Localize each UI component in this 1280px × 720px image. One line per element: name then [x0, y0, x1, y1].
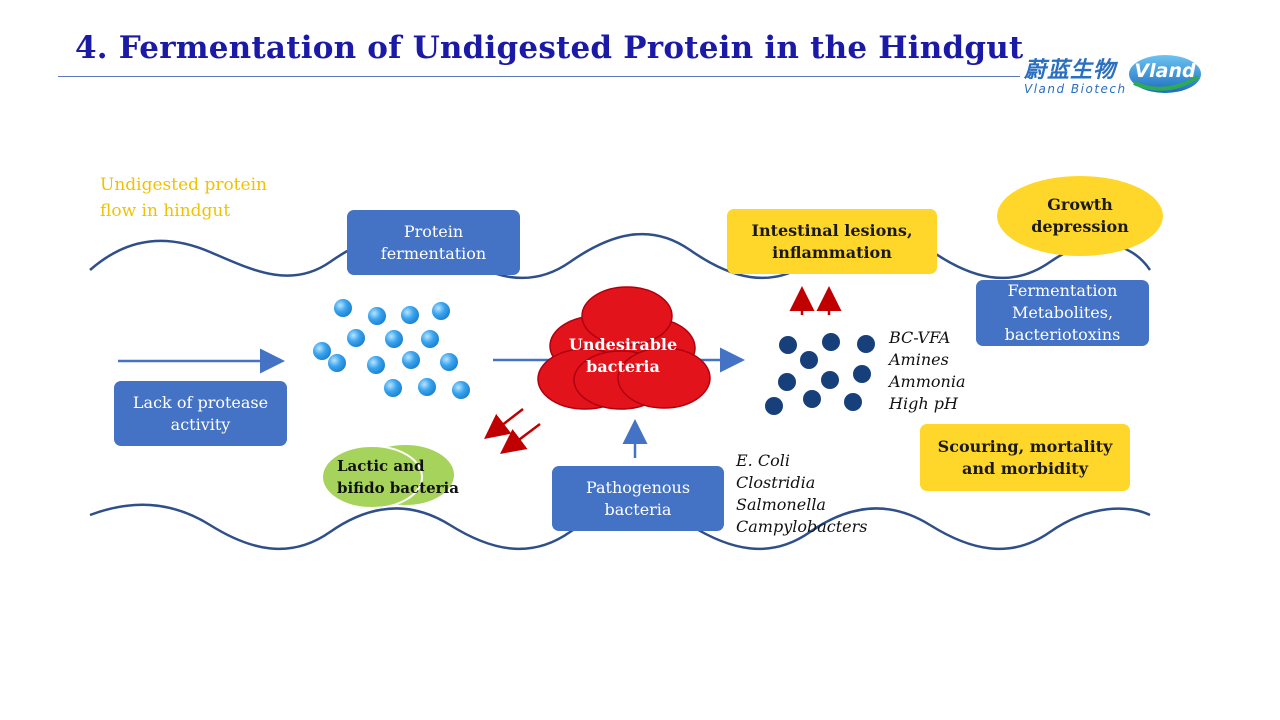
pathogen-item: Campylobacters: [736, 517, 868, 536]
flow-label: Undigested protein flow in hindgut: [100, 175, 267, 221]
metabolites-list: BC-VFA Amines Ammonia High pH: [889, 327, 999, 415]
intestinal-lesions-box: Intestinal lesions, inflammation: [727, 209, 937, 274]
fermentation-metabolites-box: Fermentation Metabolites, bacteriotoxins: [976, 280, 1149, 346]
logo-chinese-text: 蔚蓝生物: [1024, 58, 1117, 83]
pathogens-list: E. Coli Clostridia Salmonella Campylobac…: [736, 450, 886, 538]
scouring-mortality-box: Scouring, mortality and morbidity: [920, 424, 1130, 491]
pathogenous-bacteria-box: Pathogenous bacteria: [552, 466, 724, 531]
undesirable-bacteria-label: Undesirable bacteria: [568, 335, 678, 376]
protein-fermentation-box: Protein fermentation: [347, 210, 520, 275]
page-title: 4. Fermentation of Undigested Protein in…: [75, 30, 1024, 66]
metabolite-item: BC-VFA: [889, 328, 951, 347]
lactic-bacteria-label: Lactic and bifido bacteria: [337, 457, 459, 497]
logo-english-text: Vland Biotech: [1024, 82, 1127, 96]
pathogen-item: E. Coli: [736, 451, 790, 470]
red-arrow-down-2: [500, 423, 541, 454]
growth-depression-ellipse: Growth depression: [997, 176, 1163, 256]
metabolite-item: Ammonia: [889, 372, 966, 391]
metabolite-item: High pH: [889, 394, 958, 413]
top-wave: [89, 232, 1152, 280]
pathogen-item: Salmonella: [736, 495, 826, 514]
lack-protease-box: Lack of protease activity: [114, 381, 287, 446]
red-arrow-down-1: [484, 408, 524, 440]
logo-badge-icon: [1129, 55, 1201, 93]
protein-particles: [313, 299, 470, 399]
title-underline: [58, 76, 1020, 77]
metabolite-particles: [765, 333, 875, 415]
undesirable-bacteria-cluster: [537, 286, 711, 410]
metabolite-item: Amines: [889, 350, 949, 369]
lactic-bacteria-shape: [321, 443, 456, 509]
pathogen-item: Clostridia: [736, 473, 816, 492]
logo-badge-text: Vland: [1134, 60, 1196, 82]
